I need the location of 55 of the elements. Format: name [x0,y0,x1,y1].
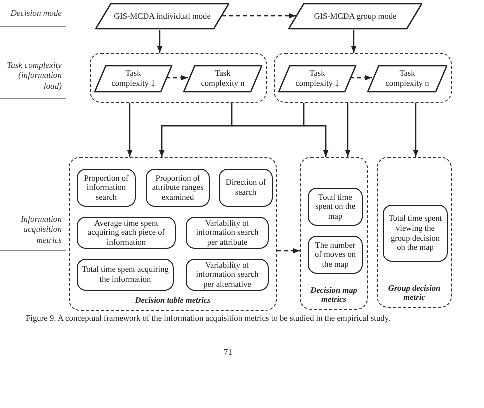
node-label: Task complexity n [384,69,430,89]
parallelogram-node [95,3,230,30]
row-label: Task complexity (information load) [6,60,62,91]
rounded-box [77,259,174,291]
rounded-box [219,169,273,207]
node-label: Total time spent on the map [314,192,357,222]
node-label: Average time spent acquiring each piece of information [86,218,166,248]
parallelogram-node [278,65,357,93]
figure-caption: Figure 9. A conceptual framework of the information acquisition metrics to be studied in the empirical study. [26,314,391,323]
arrow [157,30,163,53]
node-label: Proportion of attribute ranges examined [151,174,205,202]
dashed-group-box [69,157,277,311]
node-label: Total time spent acquiring the information [81,265,170,285]
node-label: Task complexity n [200,69,246,89]
parallelogram-node [183,65,263,93]
node-label: Task complexity 1 [110,69,156,89]
arrow [222,13,296,19]
dashed-group-box [274,53,452,103]
arrow [303,103,329,157]
rounded-box [308,188,363,226]
parallelogram-node [288,3,423,30]
arrow [345,103,351,157]
node-label: Task complexity 1 [294,69,340,89]
arrow [413,103,419,157]
node-label: Proportion of information search [83,174,130,202]
row-label: Information acquisition metrics [20,214,62,245]
arrow [351,30,357,53]
rounded-box [77,169,136,207]
rounded-box [186,259,269,291]
dashed-group-box [377,157,452,308]
node-label: The number of moves on the map [314,240,358,270]
parallelogram-node [94,65,173,93]
arrow [166,75,188,81]
node-label: Direction of search [224,178,268,198]
group-title: Decision table metrics [134,296,212,306]
node-label: Variability of information search per alternative [195,260,260,290]
parallelogram-node [367,65,448,93]
rounded-box [308,236,363,274]
arrow [277,248,300,254]
dashed-group-box [300,157,368,310]
rounded-box [383,205,448,262]
arrow [350,75,372,81]
dashed-group-box [90,53,267,103]
node-label: GIS-MCDA individual mode [113,12,212,22]
node-label: Total time spent viewing the group decision on the map [388,214,444,253]
node-label: GIS-MCDA group mode [313,12,398,22]
row-label: Decision mode [10,8,62,18]
page-number: 71 [224,348,232,357]
rounded-box [146,169,210,207]
rounded-box [77,217,176,249]
group-title: Decision map metrics [310,286,358,305]
arrow [127,103,133,157]
node-label: Variability of information search per attribute [195,218,260,248]
group-title: Group decision metric [387,284,442,303]
rounded-box [186,217,269,249]
